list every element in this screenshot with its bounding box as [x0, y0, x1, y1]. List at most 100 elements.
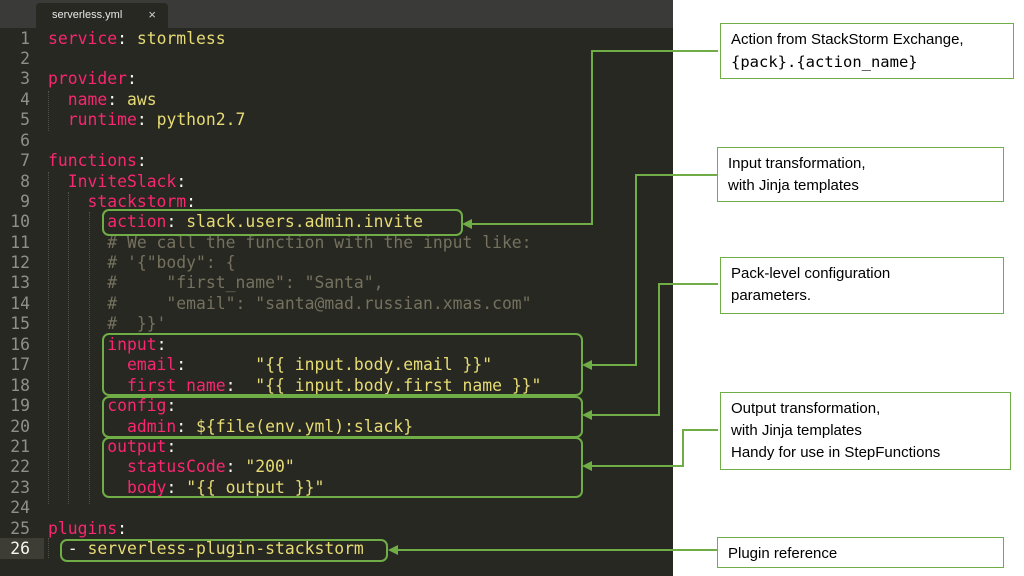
code-line[interactable]: 3 provider:: [0, 69, 673, 89]
code-token: :: [225, 376, 256, 395]
code-line[interactable]: 13 # "first_name": "Santa",: [0, 273, 673, 293]
code-token: stormless: [136, 29, 226, 48]
code-token: :: [166, 478, 187, 497]
code-text[interactable]: first_name: "{{ input.body.first_name }}…: [48, 376, 541, 396]
code-token: "{{ output }}": [186, 478, 325, 497]
code-token: :: [136, 151, 147, 170]
code-token: output: [107, 437, 167, 456]
line-number: 4: [20, 90, 30, 109]
code-line[interactable]: 10 action: slack.users.admin.invite: [0, 212, 673, 232]
code-line[interactable]: 9 stackstorm:: [0, 192, 673, 212]
code-text[interactable]: service: stormless: [48, 29, 226, 49]
code-line[interactable]: 21 output:: [0, 437, 673, 457]
code-token: functions: [48, 151, 137, 170]
code-token: [48, 253, 107, 272]
code-text[interactable]: stackstorm:: [48, 192, 196, 212]
line-number: 6: [20, 131, 30, 150]
line-number: 17: [10, 355, 30, 374]
code-text[interactable]: name: aws: [48, 90, 157, 110]
code-text[interactable]: # }}': [48, 314, 166, 334]
line-number: 5: [20, 110, 30, 129]
code-line[interactable]: 20 admin: ${file(env.yml):slack}: [0, 417, 673, 437]
line-number: 13: [10, 273, 30, 292]
code-text[interactable]: provider:: [48, 69, 137, 89]
code-line[interactable]: 17 email: "{{ input.body.email }}": [0, 355, 673, 375]
tab-serverless-yml[interactable]: serverless.yml ×: [36, 3, 168, 28]
code-text[interactable]: config:: [48, 396, 176, 416]
code-text[interactable]: statusCode: "200": [48, 457, 295, 477]
line-number: 10: [10, 212, 30, 231]
current-line-gutter: [0, 538, 44, 559]
code-text[interactable]: # We call the function with the input li…: [48, 233, 532, 253]
code-token: InviteSlack: [67, 172, 177, 191]
plugin-highlight-box: [60, 539, 388, 562]
line-number: 20: [10, 417, 30, 436]
code-text[interactable]: functions:: [48, 151, 147, 171]
line-number: 3: [20, 69, 30, 88]
code-token: [48, 314, 107, 333]
code-line[interactable]: 16 input:: [0, 335, 673, 355]
code-line[interactable]: 23 body: "{{ output }}": [0, 478, 673, 498]
code-line[interactable]: 14 # "email": "santa@mad.russian.xmas.co…: [0, 294, 673, 314]
code-token: :: [166, 396, 177, 415]
code-text[interactable]: output:: [48, 437, 176, 457]
code-token: :: [176, 172, 187, 191]
code-line[interactable]: 6: [0, 131, 673, 151]
code-token: email: [126, 355, 177, 374]
code-line[interactable]: 11 # We call the function with the input…: [0, 233, 673, 253]
code-token: :: [176, 355, 256, 374]
indent-guide: [68, 192, 69, 504]
input-highlight-box: [102, 333, 583, 396]
code-line[interactable]: 4 name: aws: [0, 90, 673, 110]
code-text[interactable]: InviteSlack:: [48, 172, 186, 192]
code-line[interactable]: 8 InviteSlack:: [0, 172, 673, 192]
callout-output-line2: with Jinja templates: [731, 422, 862, 439]
code-token: # "first_name": "Santa",: [107, 273, 384, 292]
callout-input-line2: with Jinja templates: [728, 177, 859, 194]
code-line[interactable]: 5 runtime: python2.7: [0, 110, 673, 130]
code-token: :: [225, 457, 246, 476]
code-token: plugins: [48, 519, 118, 538]
code-line[interactable]: 22 statusCode: "200": [0, 457, 673, 477]
line-number: 16: [10, 335, 30, 354]
code-token: body: [126, 478, 167, 497]
code-token: :: [117, 29, 137, 48]
code-token: statusCode: [126, 457, 226, 476]
code-text[interactable]: email: "{{ input.body.email }}": [48, 355, 492, 375]
code-line[interactable]: 2: [0, 49, 673, 69]
code-line[interactable]: 25 plugins:: [0, 519, 673, 539]
code-token: [48, 273, 107, 292]
code-text[interactable]: # "first_name": "Santa",: [48, 273, 384, 293]
code-text[interactable]: action: slack.users.admin.invite: [48, 212, 423, 232]
code-token: # We call the function with the input li…: [107, 233, 532, 252]
code-text[interactable]: plugins:: [48, 519, 127, 539]
indent-guide: [48, 91, 49, 131]
code-token: :: [136, 110, 157, 129]
action-highlight-box: [102, 209, 463, 236]
code-line[interactable]: 12 # '{"body": {: [0, 253, 673, 273]
line-number: 15: [10, 314, 30, 333]
code-text[interactable]: input:: [48, 335, 166, 355]
code-token: "{{ input.body.email }}": [255, 355, 493, 374]
code-text[interactable]: # "email": "santa@mad.russian.xmas.com": [48, 294, 531, 314]
code-text[interactable]: # '{"body": {: [48, 253, 235, 273]
close-icon[interactable]: ×: [148, 7, 156, 22]
code-line[interactable]: 15 # }}': [0, 314, 673, 334]
code-token: [48, 335, 107, 354]
code-line[interactable]: 19 config:: [0, 396, 673, 416]
code-text[interactable]: body: "{{ output }}": [48, 478, 324, 498]
code-text[interactable]: admin: ${file(env.yml):slack}: [48, 417, 413, 437]
line-number: 21: [10, 437, 30, 456]
indent-guide: [48, 172, 49, 504]
code-line[interactable]: 24: [0, 498, 673, 518]
code-line[interactable]: 26 - serverless-plugin-stackstorm: [0, 539, 673, 559]
code-line[interactable]: 18 first_name: "{{ input.body.first_name…: [0, 376, 673, 396]
code-token: :: [176, 417, 197, 436]
code-text[interactable]: - serverless-plugin-stackstorm: [48, 539, 364, 559]
code-token: [48, 172, 68, 191]
line-number: 25: [10, 519, 30, 538]
code-text[interactable]: runtime: python2.7: [48, 110, 246, 130]
